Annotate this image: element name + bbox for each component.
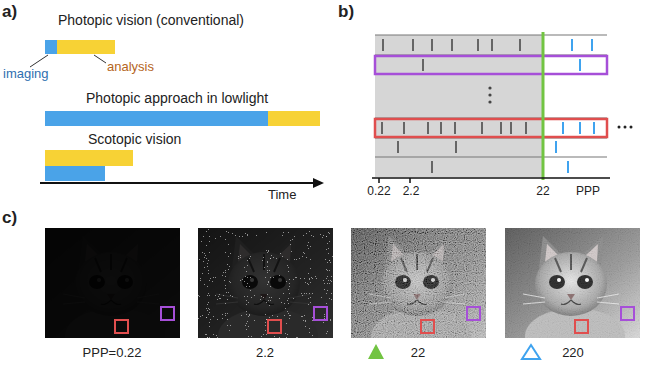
purple-marker — [467, 307, 480, 320]
imaging-bar — [45, 111, 268, 126]
red-marker — [575, 320, 588, 333]
axis-tick-label: 22 — [536, 185, 549, 199]
noisy-image — [45, 228, 180, 364]
highlight-box — [375, 56, 607, 74]
highlight-box — [375, 119, 607, 137]
imaging-bar — [45, 40, 57, 54]
timeline-bars — [30, 40, 324, 188]
vertical-ellipsis — [488, 86, 491, 103]
purple-marker — [314, 307, 327, 320]
panel-letter: a) — [2, 2, 17, 22]
analysis-bar — [57, 40, 115, 54]
panel-letter: c) — [2, 208, 17, 228]
new-spike-ticks — [556, 39, 594, 173]
noisy-image — [198, 228, 333, 364]
bar-callout: imaging — [3, 67, 49, 82]
axis-ticks — [379, 178, 410, 183]
noisy-image — [351, 228, 486, 364]
row-title: Photopic approach in lowlight — [86, 90, 268, 106]
current-time-line — [542, 32, 545, 180]
ppp-axis — [372, 177, 610, 179]
image-label: 22 — [411, 346, 425, 361]
red-marker — [115, 320, 128, 333]
purple-marker — [621, 307, 634, 320]
axis-tick-label: 2.2 — [403, 185, 420, 199]
red-marker — [268, 320, 281, 333]
spike-raster — [372, 32, 633, 183]
leader-line — [30, 55, 48, 67]
row-title: Scotopic vision — [88, 131, 181, 147]
clean-image — [505, 228, 640, 364]
analysis-bar — [268, 111, 320, 126]
axis-tick-label: 0.22 — [367, 185, 390, 199]
time-axis — [40, 182, 316, 184]
panel-letter: b) — [338, 2, 354, 22]
imaging-bar — [45, 166, 105, 181]
filled-triangle-marker — [368, 344, 384, 359]
row-title: Photopic vision (conventional) — [58, 12, 244, 28]
leader-line — [94, 55, 106, 63]
axis-arrowhead — [313, 178, 324, 188]
analysis-bar — [45, 150, 133, 166]
row-lines — [375, 35, 607, 157]
image-label: PPP=0.22 — [83, 346, 142, 361]
axis-label: PPP — [576, 185, 600, 199]
open-triangle-marker — [522, 345, 540, 359]
red-marker — [421, 320, 434, 333]
horizontal-ellipsis — [618, 126, 633, 129]
purple-marker — [161, 307, 174, 320]
bar-callout: analysis — [107, 60, 154, 75]
image-label: 220 — [562, 346, 584, 361]
axis-label: Time — [268, 188, 296, 203]
spike-ticks — [382, 39, 526, 173]
image-label: 2.2 — [256, 346, 274, 361]
